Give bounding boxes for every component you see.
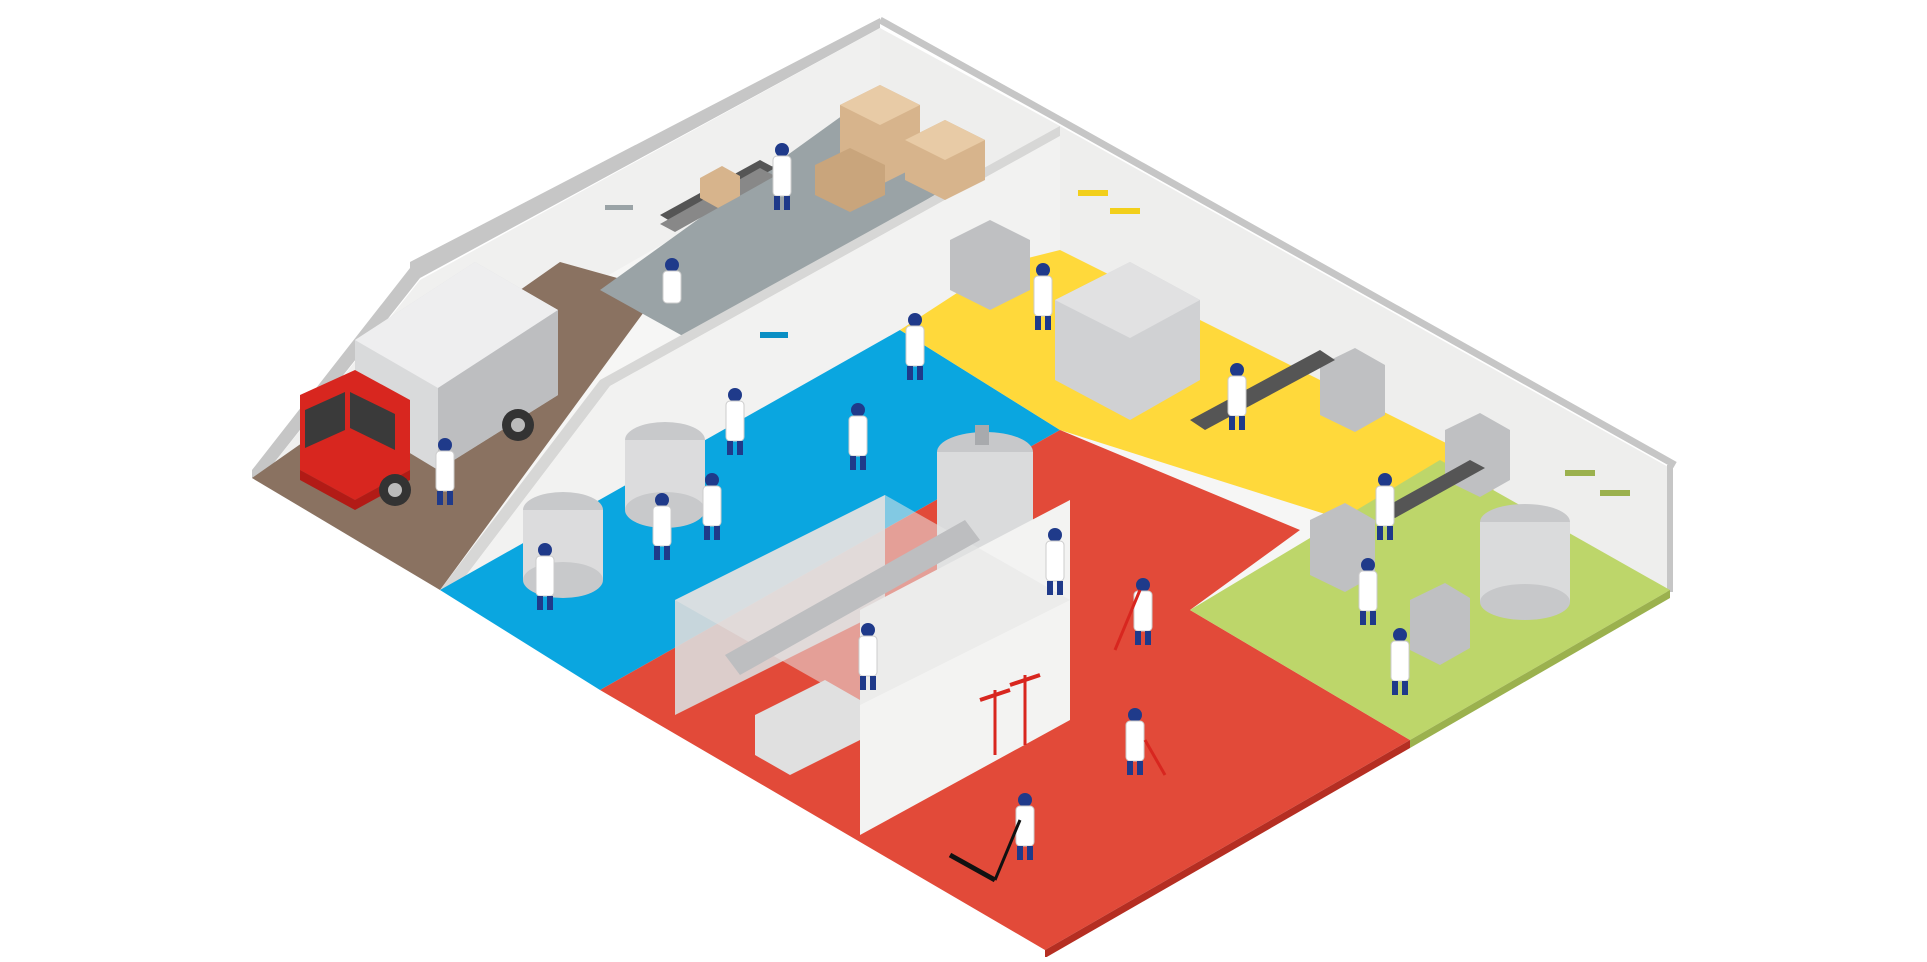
broom-icon (948, 589, 1167, 883)
conveyor-icon (1310, 413, 1510, 665)
zone-filling-edge (1410, 590, 1670, 748)
partition-wall (675, 495, 1070, 835)
tank-icon (1480, 504, 1570, 620)
squeegee-icon (979, 673, 1041, 755)
conveyor-icon (950, 220, 1385, 432)
truck-icon (300, 262, 558, 510)
worker-icon (435, 143, 1410, 860)
pallet-boxes-icon (815, 85, 985, 212)
lamp-icon (605, 190, 1630, 496)
zone-processing-edge (1045, 740, 1410, 958)
right-wall-top (878, 16, 1677, 469)
conveyor-icon (660, 160, 775, 232)
zone-wash (440, 330, 1060, 690)
